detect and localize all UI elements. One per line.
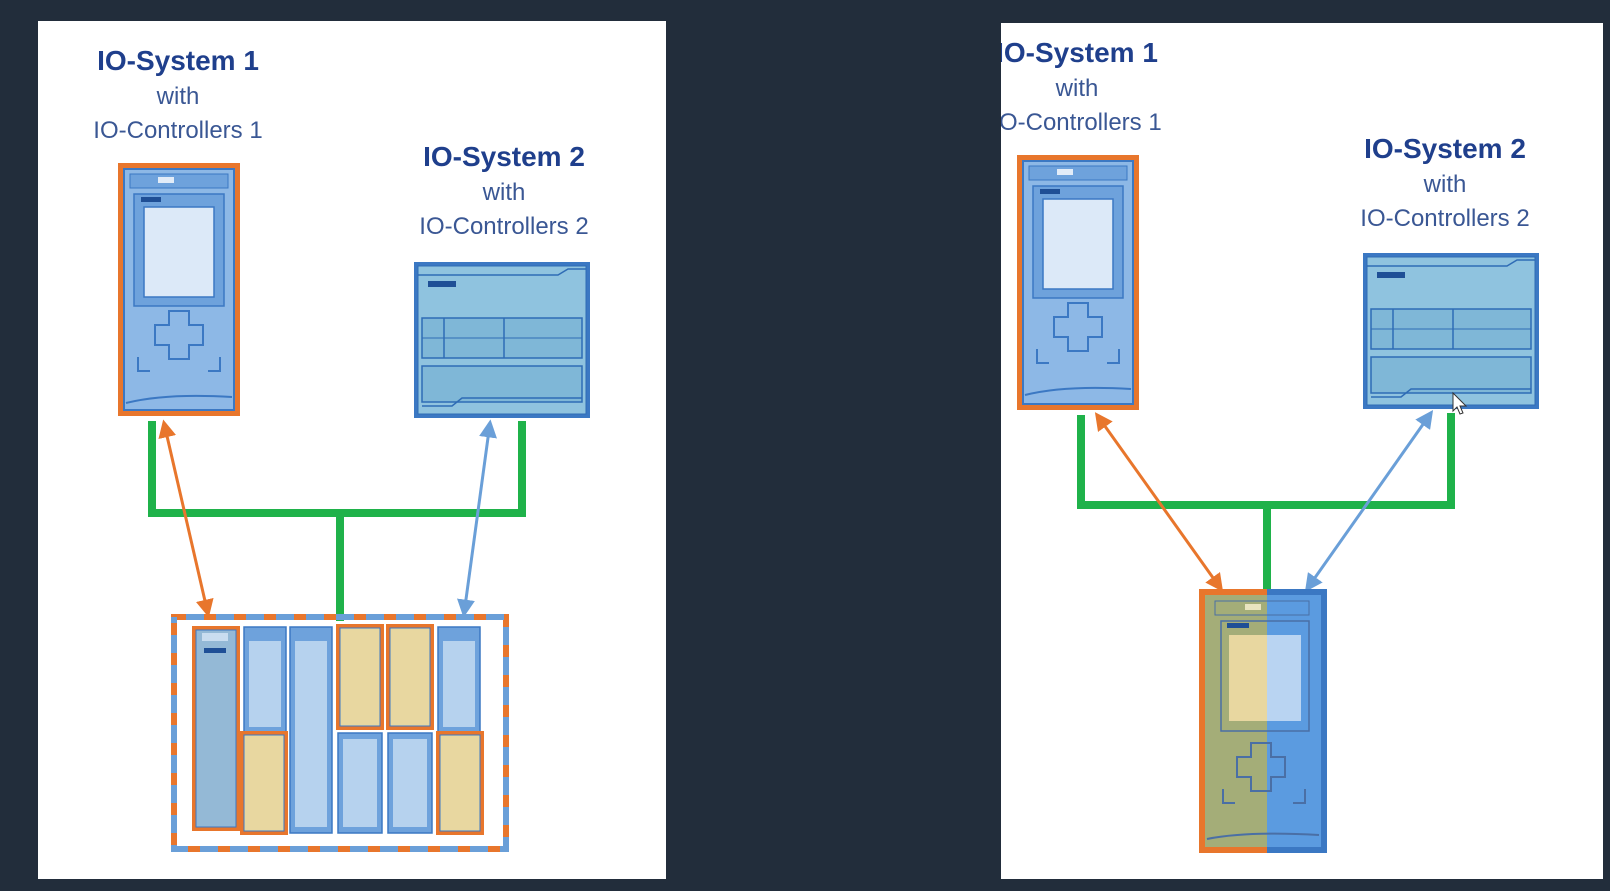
io-system-1-label: IO-System 1 with IO-Controllers 1 bbox=[78, 47, 278, 143]
profinet-network bbox=[148, 421, 526, 621]
io-system-2-label: IO-System 2 with IO-Controllers 2 bbox=[1345, 135, 1545, 231]
io-system-1-controllers: IO-Controllers 1 bbox=[93, 117, 263, 144]
diagram-shared-device-cpu: IO-System 1 with IO-Controllers 1 IO-Sys… bbox=[1001, 23, 1603, 879]
io-system-2-controllers: IO-Controllers 2 bbox=[1360, 205, 1530, 232]
shared-cpu-device bbox=[1199, 589, 1327, 853]
io-system-1-title: IO-System 1 bbox=[1001, 37, 1158, 68]
io-system-2-title: IO-System 2 bbox=[1364, 133, 1526, 164]
io-system-1-controllers: IO-Controllers 1 bbox=[1001, 109, 1162, 136]
diagram-shared-device-modules: IO-System 1 with IO-Controllers 1 IO-Sys… bbox=[38, 21, 666, 879]
io-system-2-controllers: IO-Controllers 2 bbox=[419, 213, 589, 240]
io-system-2-title: IO-System 2 bbox=[423, 141, 585, 172]
io-system-1-with: with bbox=[156, 83, 200, 110]
diagram-left-graphic bbox=[118, 163, 590, 852]
io-controller-1 bbox=[118, 163, 240, 416]
io-system-2-link bbox=[1304, 410, 1434, 592]
mouse-cursor-icon bbox=[1452, 391, 1468, 415]
io-system-1-with: with bbox=[1055, 75, 1099, 102]
io-system-2-label: IO-System 2 with IO-Controllers 2 bbox=[404, 143, 604, 239]
io-system-2-with: with bbox=[1423, 171, 1467, 198]
io-system-1-title: IO-System 1 bbox=[97, 45, 259, 76]
io-controller-2 bbox=[414, 262, 590, 418]
diagram-right-graphic bbox=[1017, 155, 1539, 853]
io-system-2-link bbox=[457, 419, 497, 618]
profinet-network bbox=[1077, 413, 1455, 595]
io-controller-2 bbox=[1363, 253, 1539, 409]
io-system-1-link bbox=[158, 419, 214, 618]
io-system-1-link bbox=[1094, 412, 1224, 592]
io-controller-1 bbox=[1017, 155, 1139, 410]
shared-io-device bbox=[171, 614, 509, 852]
io-system-2-with: with bbox=[482, 179, 526, 206]
io-system-1-label: IO-System 1 with IO-Controllers 1 bbox=[1001, 39, 1177, 135]
